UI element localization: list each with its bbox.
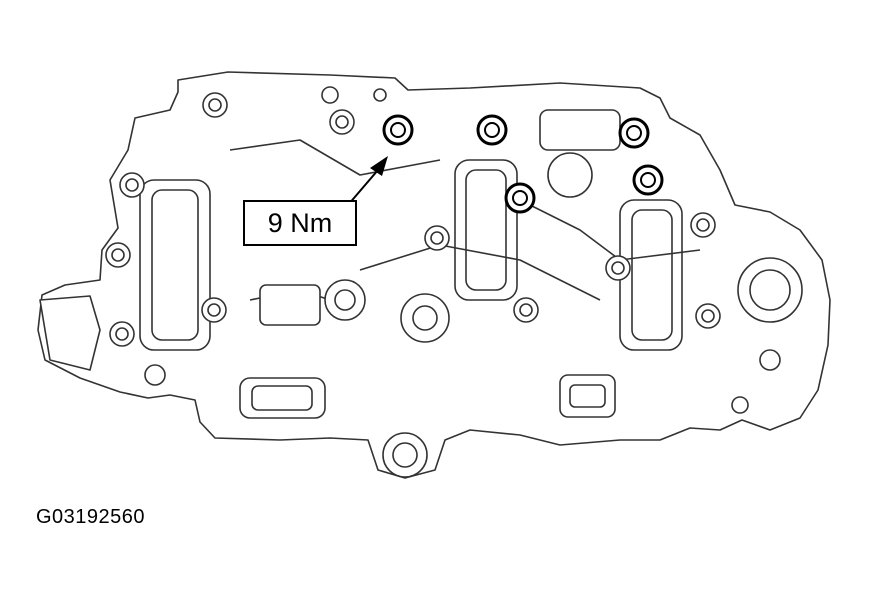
bolt-icon — [695, 303, 721, 329]
bolt-icon — [329, 109, 355, 135]
bolt-icon — [105, 242, 131, 268]
torque-bolts — [382, 114, 664, 214]
leader-arrow — [347, 156, 388, 206]
bolt-icon — [476, 114, 508, 146]
bolt-icon — [202, 92, 228, 118]
bolt-icon — [632, 164, 664, 196]
bolt-icon — [690, 212, 716, 238]
bolt-icon — [109, 321, 135, 347]
bolt-icon — [119, 172, 145, 198]
bolts — [105, 92, 721, 347]
lower-tab — [39, 295, 101, 371]
bolt-icon — [382, 114, 414, 146]
bolt-icon — [513, 297, 539, 323]
torque-callout: 9 Nm — [243, 200, 357, 246]
bolt-icon — [201, 297, 227, 323]
bolt-icon — [424, 225, 450, 251]
bolt-icon — [605, 255, 631, 281]
bolt-icon — [618, 117, 650, 149]
bolt-icon — [504, 182, 536, 214]
figure-code: G03192560 — [36, 506, 146, 528]
